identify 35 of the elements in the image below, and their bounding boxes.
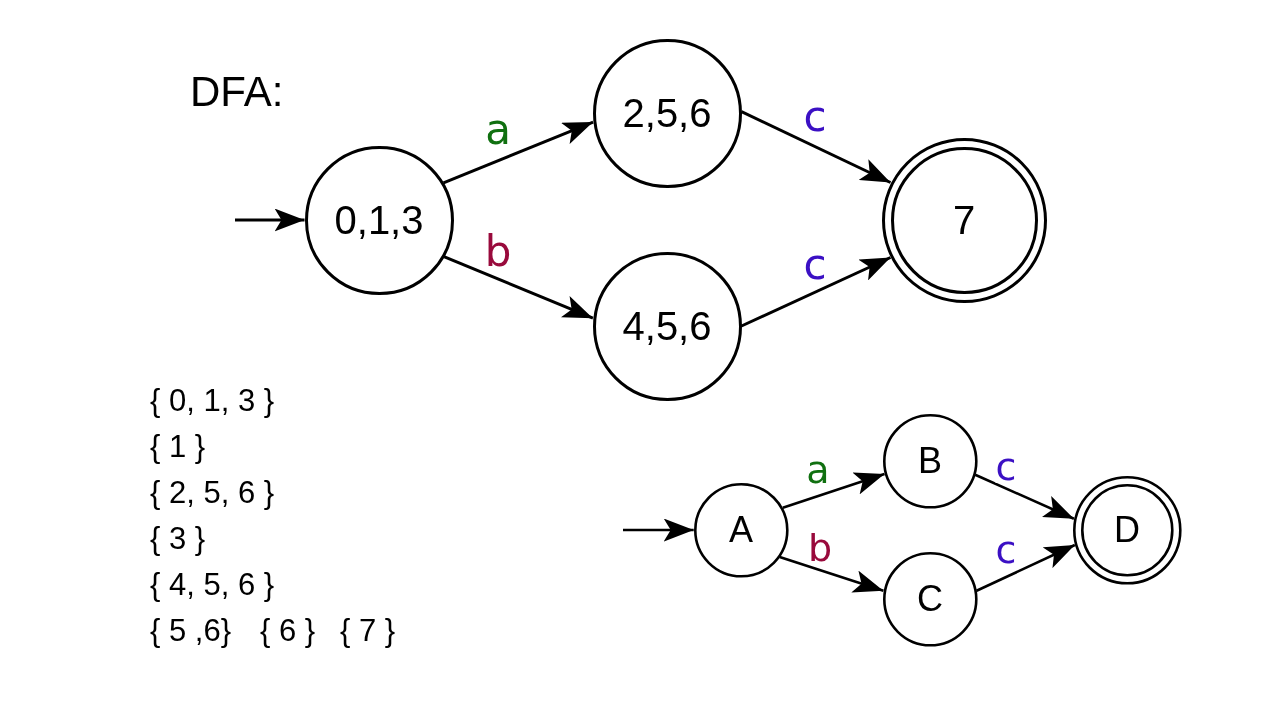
accept-state-double-circle [1072,475,1182,585]
state-circle [592,38,742,188]
set-label: { 7 } [340,614,396,646]
arrow [974,473,1075,520]
arrow [235,208,305,232]
arrow [442,120,594,185]
state-label: C [917,581,943,617]
state-circle [693,482,789,578]
state-label: 4,5,6 [622,306,712,346]
state-circle [882,413,978,509]
title: DFA: [190,71,284,113]
arrow [443,255,594,320]
set-label: { 4, 5, 6 } [150,568,275,600]
state-label: 7 [952,200,976,240]
arrow [976,543,1076,592]
arrow [782,472,885,510]
arrow [779,555,884,593]
set-label: { 5 ,6} [150,614,232,646]
state-label: 0,1,3 [334,200,424,240]
arrow [623,518,694,542]
state-label: A [728,512,753,548]
set-label: { 2, 5, 6 } [150,476,275,508]
state-circle [592,251,742,401]
state-label: D [1114,512,1140,548]
set-label: { 6 } [260,614,316,646]
state-label: B [917,443,942,479]
arrow [740,256,892,328]
state-label: 2,5,6 [622,93,712,133]
set-label: { 0, 1, 3 } [150,384,275,416]
arrow [740,110,892,184]
state-circle [304,145,454,295]
state-circle [882,551,978,647]
set-label: { 1 } [150,430,206,462]
accept-state-double-circle [881,137,1047,303]
set-label: { 3 } [150,522,206,554]
